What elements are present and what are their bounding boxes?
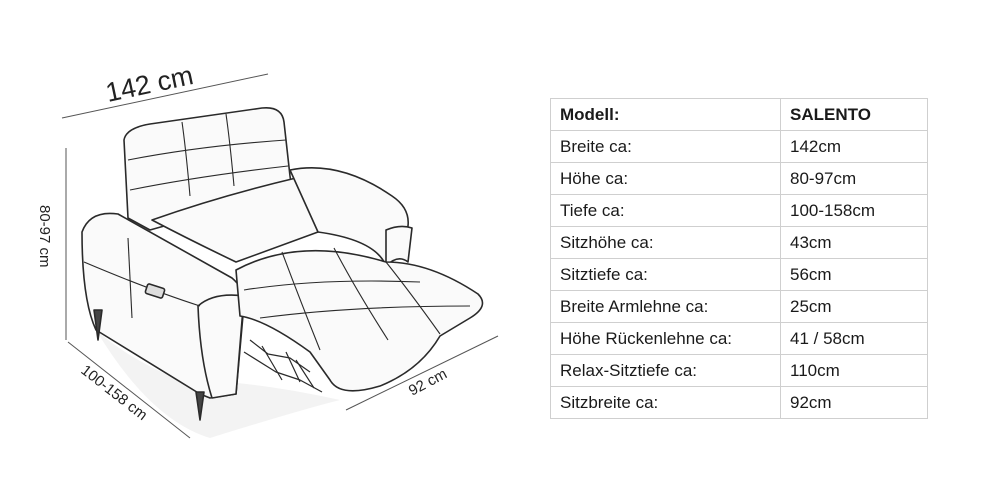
table-header-row: Modell: SALENTO [550, 98, 928, 131]
specification-table: Modell: SALENTO Breite ca: 142cm Höhe ca… [550, 98, 928, 419]
table-row: Höhe Rückenlehne ca: 41 / 58cm [550, 322, 928, 355]
spec-label: Relax-Sitztiefe ca: [550, 354, 781, 387]
table-row: Relax-Sitztiefe ca: 110cm [550, 354, 928, 387]
model-label: Modell: [550, 98, 781, 131]
table-row: Sitztiefe ca: 56cm [550, 258, 928, 291]
table-row: Sitzhöhe ca: 43cm [550, 226, 928, 259]
spec-label: Breite Armlehne ca: [550, 290, 781, 323]
right-armrest [289, 167, 409, 267]
recliner-mechanism [243, 339, 323, 393]
spec-label: Sitztiefe ca: [550, 258, 781, 291]
spec-value: 41 / 58cm [780, 322, 928, 355]
recline-control [144, 283, 166, 299]
sofa-sketch [81, 106, 484, 421]
spec-label: Sitzbreite ca: [550, 386, 781, 419]
width-dimension-label: 142 cm [103, 60, 196, 108]
seat-cushion [235, 249, 484, 392]
spec-label: Höhe Rückenlehne ca: [550, 322, 781, 355]
spec-label: Tiefe ca: [550, 194, 781, 227]
spec-label: Breite ca: [550, 130, 781, 163]
model-value: SALENTO [780, 98, 928, 131]
spec-value: 92cm [780, 386, 928, 419]
table-row: Höhe ca: 80-97cm [550, 162, 928, 195]
spec-value: 56cm [780, 258, 928, 291]
spec-value: 100-158cm [780, 194, 928, 227]
spec-value: 25cm [780, 290, 928, 323]
table-row: Tiefe ca: 100-158cm [550, 194, 928, 227]
spec-value: 110cm [780, 354, 928, 387]
dimension-lines [61, 73, 499, 439]
height-dimension-label: 80-97 cm [36, 205, 53, 268]
sofa-leg-left [93, 309, 103, 341]
spec-label: Höhe ca: [550, 162, 781, 195]
sofa-leg-front [195, 391, 205, 421]
spec-label: Sitzhöhe ca: [550, 226, 781, 259]
sofa-dimension-drawing: 142 cm 80-97 cm 100-158 cm 92 cm [36, 60, 499, 439]
table-row: Breite ca: 142cm [550, 130, 928, 163]
spec-value: 80-97cm [780, 162, 928, 195]
spec-value: 43cm [780, 226, 928, 259]
spec-value: 142cm [780, 130, 928, 163]
table-row: Breite Armlehne ca: 25cm [550, 290, 928, 323]
table-row: Sitzbreite ca: 92cm [550, 386, 928, 419]
